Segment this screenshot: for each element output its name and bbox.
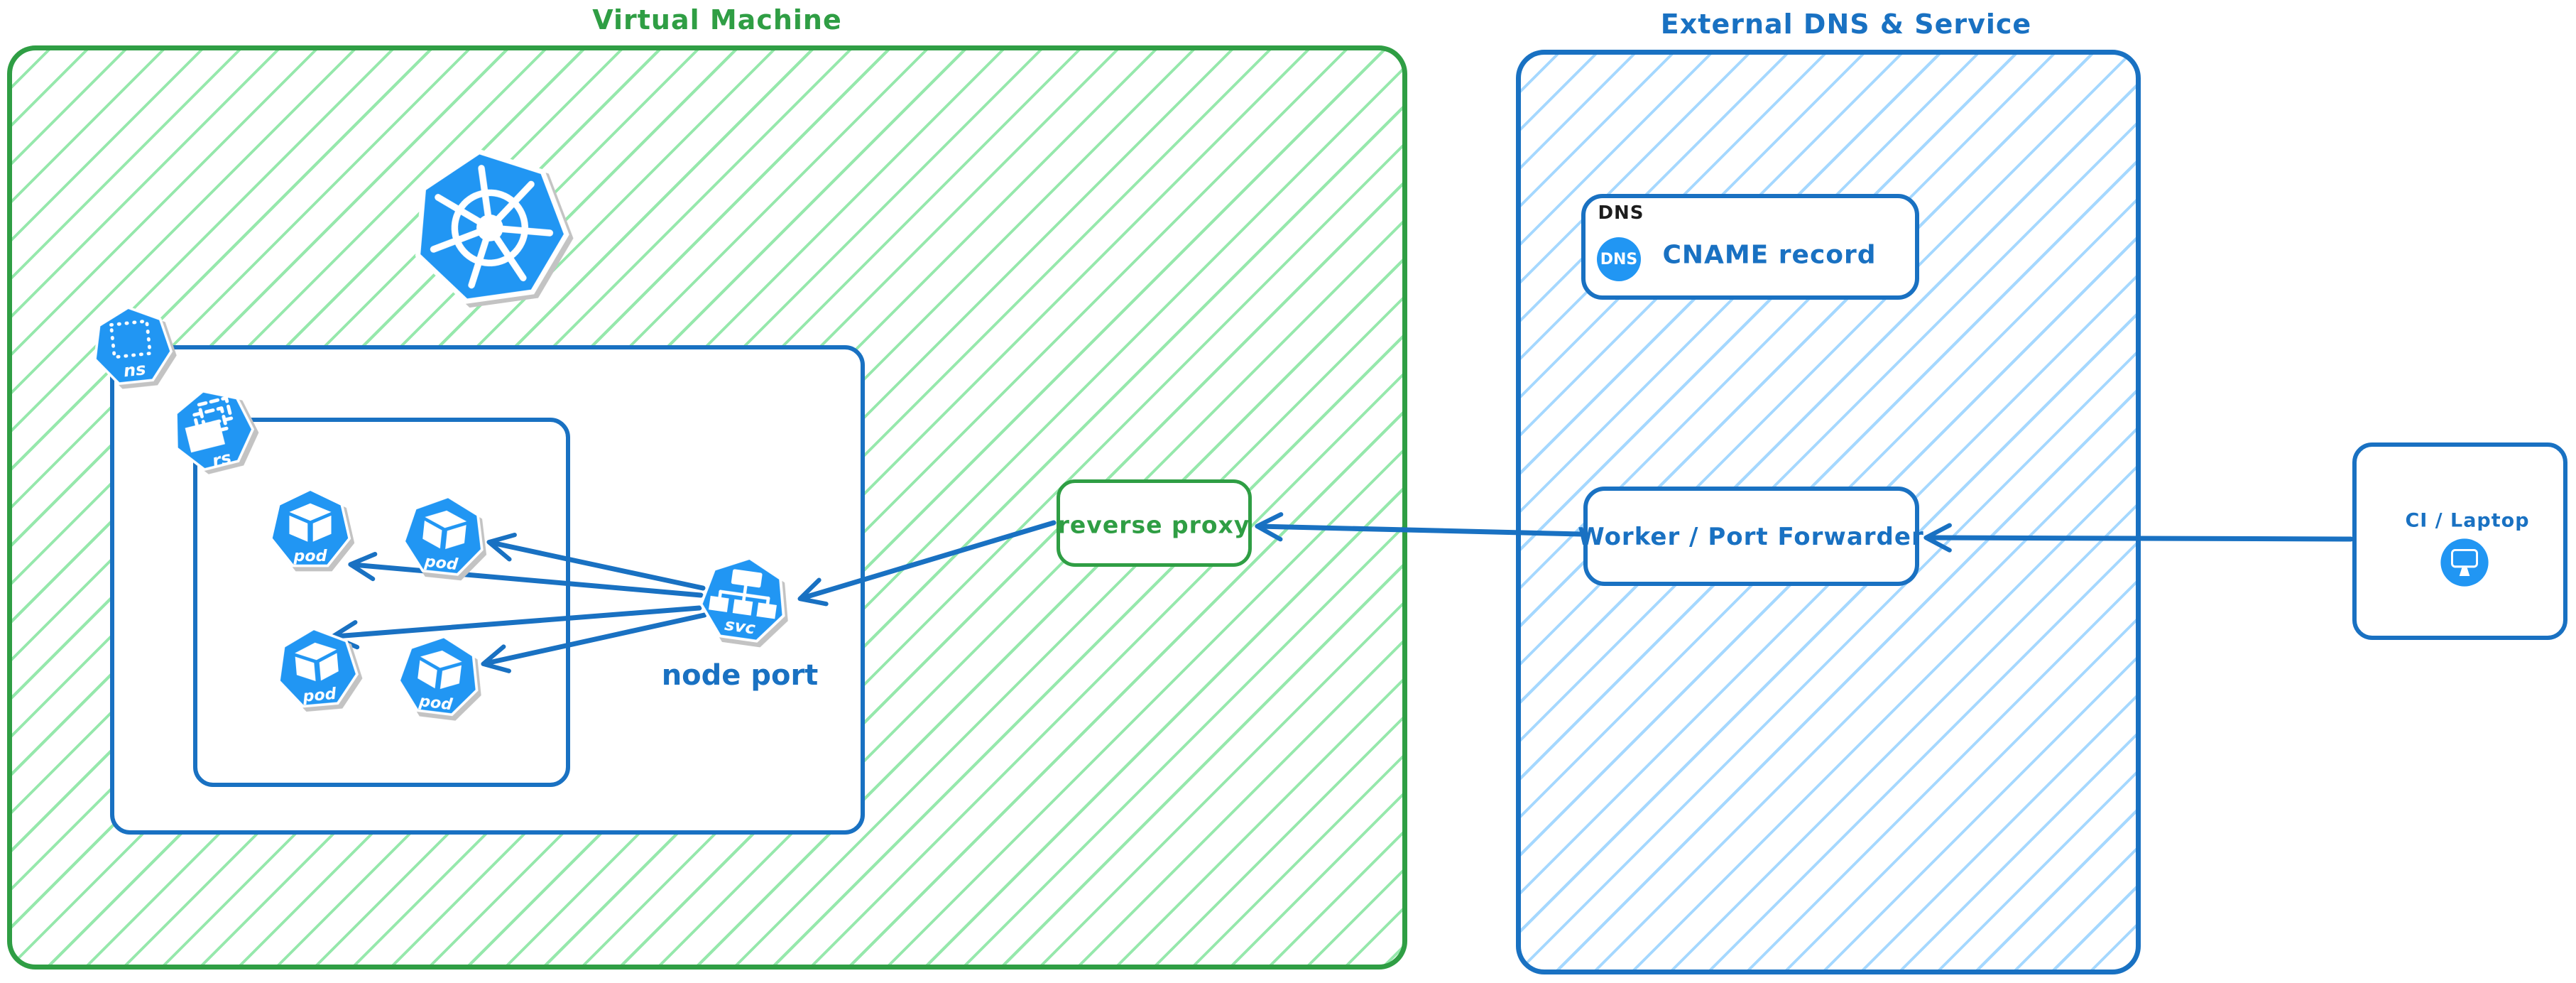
replicaset-icon: rs <box>158 376 268 487</box>
pod-icon: pod <box>388 628 490 729</box>
laptop-icon <box>2440 538 2489 587</box>
worker-card-label: Worker / Port Forwarder <box>1578 523 1924 551</box>
namespace-icon: ns <box>84 300 181 397</box>
pod-icon-label: pod <box>417 692 454 715</box>
client-card <box>2352 442 2567 640</box>
reverse-proxy-label: reverse proxy <box>1057 511 1250 539</box>
arrow-service-to-pod-4 <box>481 612 707 673</box>
arrow-reverse-proxy-to-service <box>797 520 1057 607</box>
dns-card-tag: DNS <box>1598 202 1644 224</box>
node-port-label: node port <box>661 659 819 692</box>
arrow-client-to-worker <box>1923 523 2354 553</box>
external-dns-title: External DNS & Service <box>1660 9 2032 40</box>
dns-card <box>1581 194 1919 300</box>
cname-record-label: CNAME record <box>1662 240 1877 270</box>
arrow-worker-to-reverse-proxy <box>1255 512 1583 542</box>
namespace-icon-label: ns <box>123 359 147 381</box>
pod-icon: pod <box>265 486 356 577</box>
service-icon: svc <box>689 548 798 657</box>
arrow-service-to-pod-3 <box>330 605 702 650</box>
worker-card <box>1583 487 1919 586</box>
arrow-service-to-pod-1 <box>348 552 704 598</box>
arrow-service-to-pod-2 <box>486 532 706 591</box>
virtual-machine-title: Virtual Machine <box>592 4 842 36</box>
pod-icon: pod <box>394 489 494 589</box>
reverse-proxy-box <box>1057 479 1252 567</box>
kubernetes-logo-icon <box>392 133 589 330</box>
pod-icon-label: pod <box>302 685 338 706</box>
dns-icon: DNS <box>1597 237 1641 281</box>
dns-icon-text: DNS <box>1600 250 1638 268</box>
pod-icon-label: pod <box>423 552 460 574</box>
replicaset-box <box>193 418 570 787</box>
service-icon-label: svc <box>724 614 757 639</box>
client-card-label: CI / Laptop <box>2405 509 2530 532</box>
pod-icon: pod <box>268 621 367 720</box>
pod-icon-label: pod <box>293 547 328 565</box>
